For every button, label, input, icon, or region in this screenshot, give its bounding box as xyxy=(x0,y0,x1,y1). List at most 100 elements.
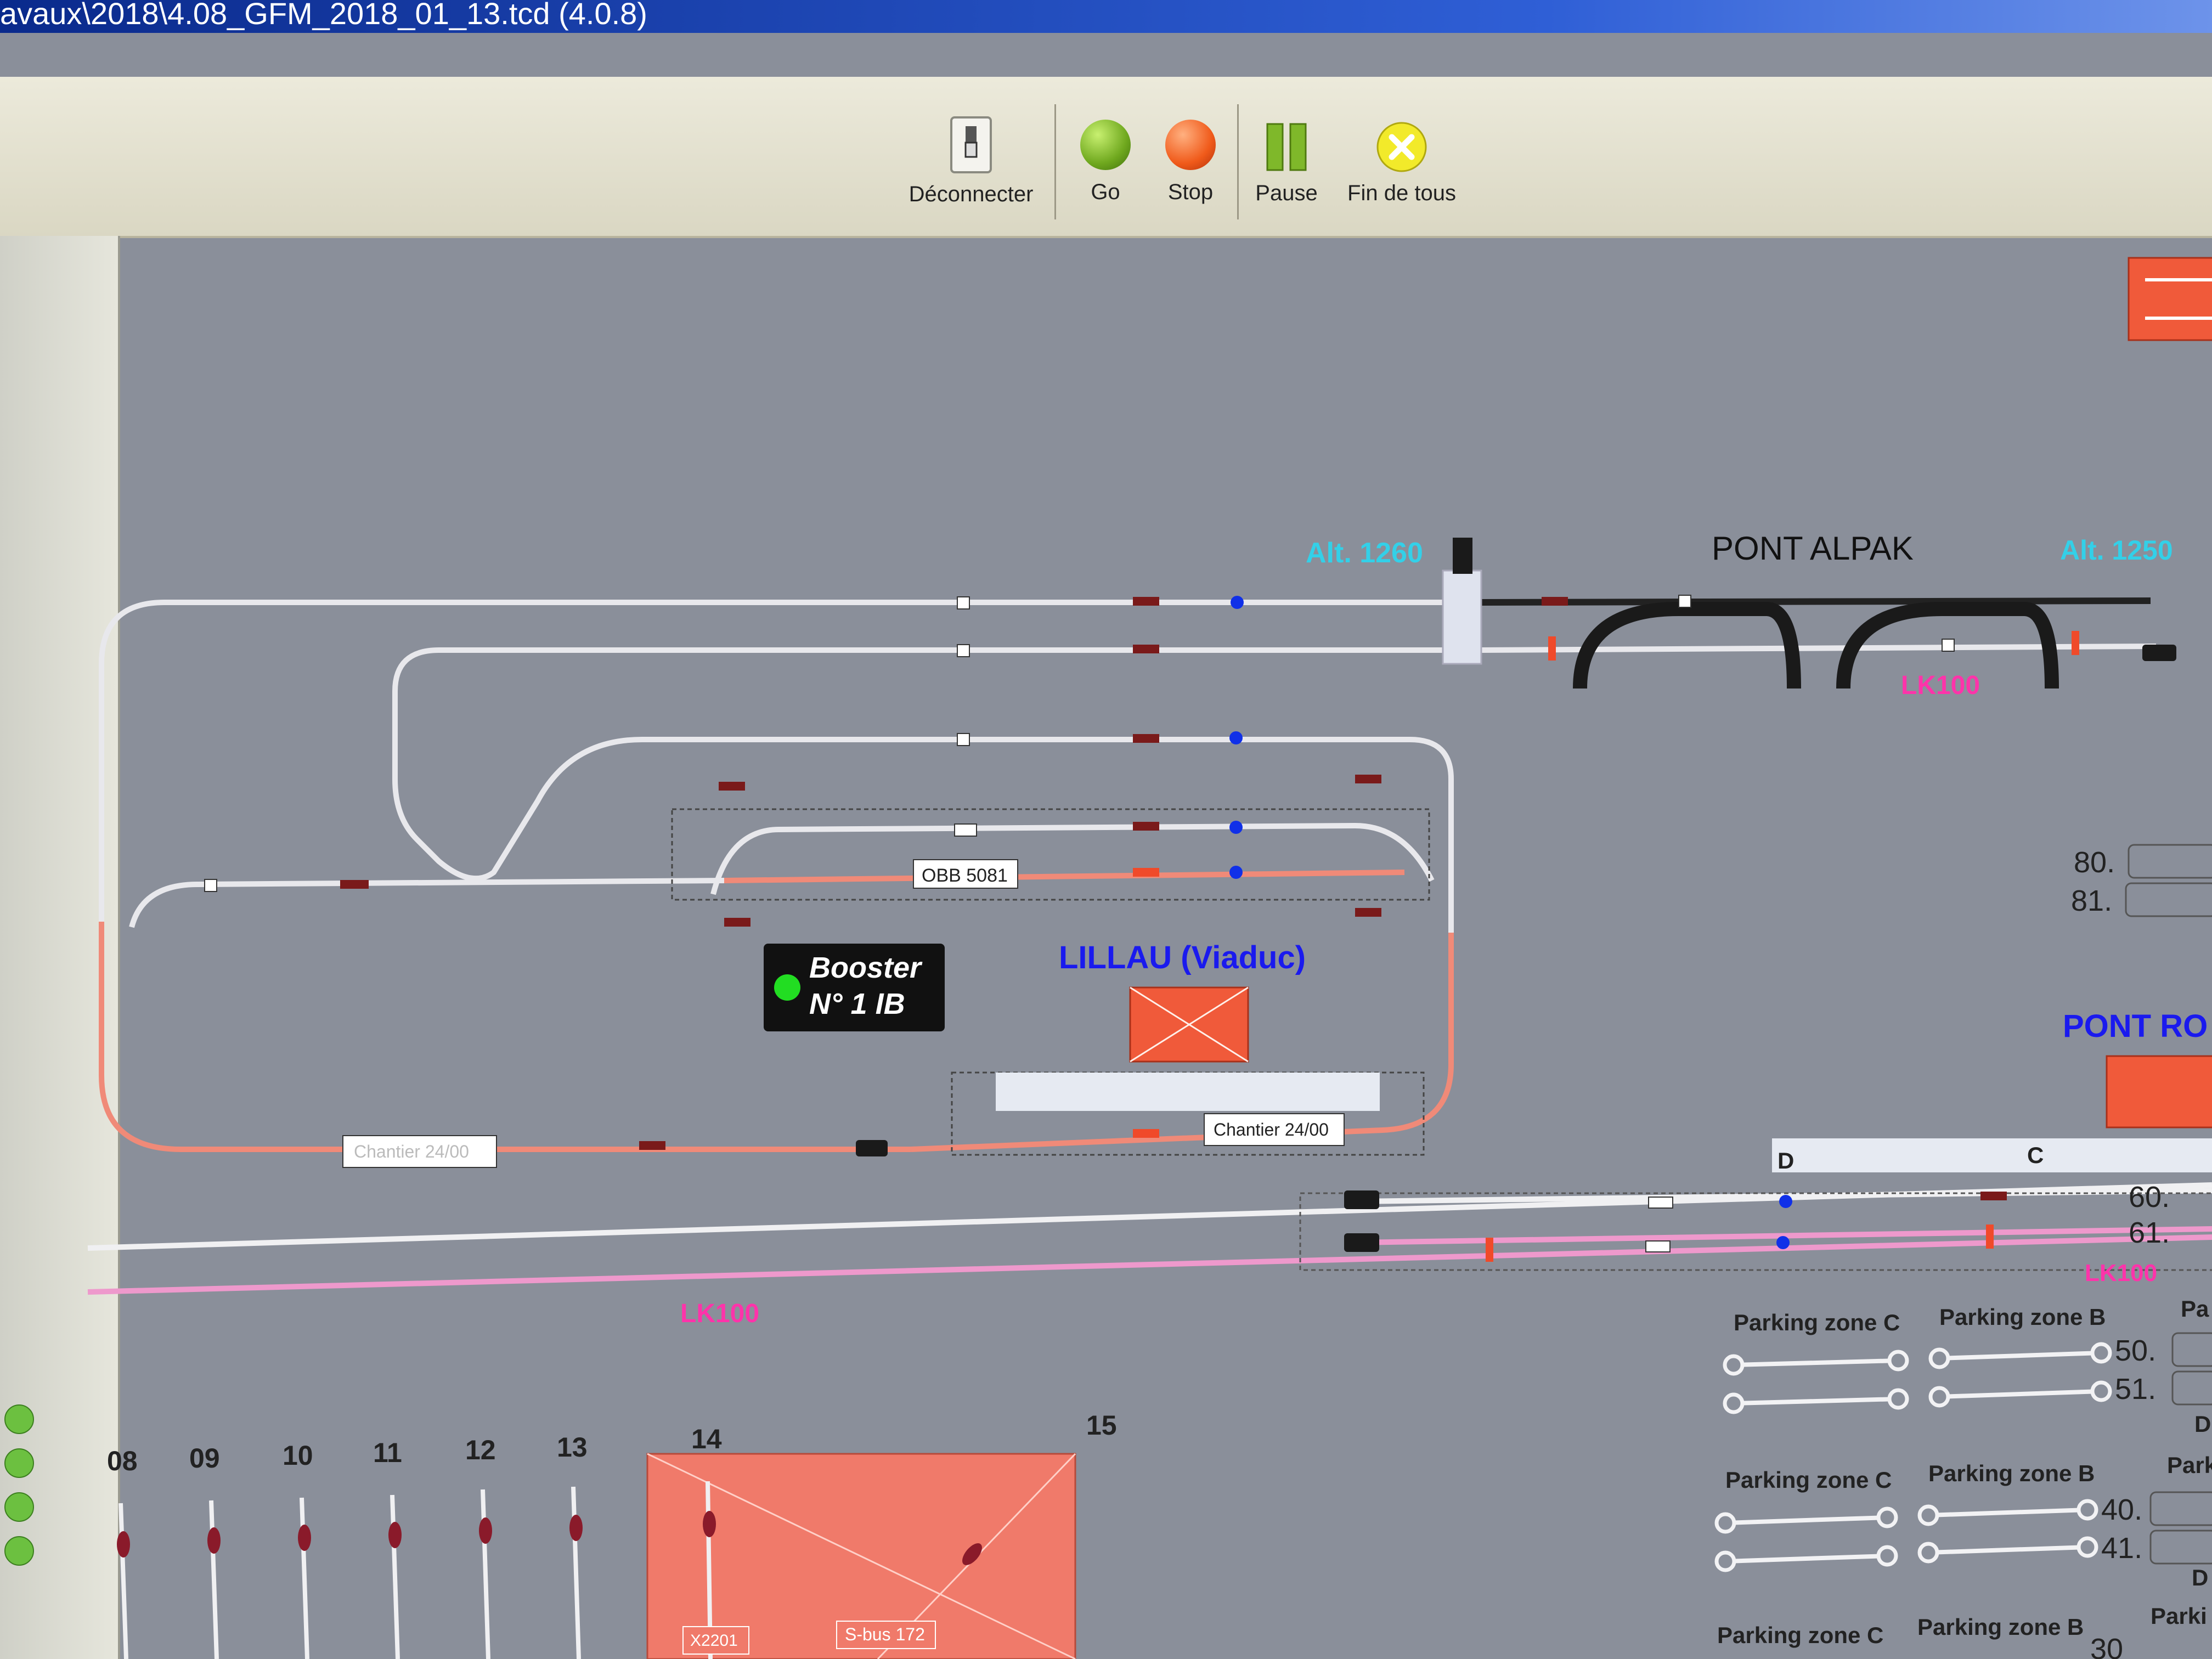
track-number-boxes xyxy=(2125,844,2212,1565)
parking-endpoints xyxy=(1714,1342,2112,1572)
block-label-box[interactable] xyxy=(682,1626,749,1655)
track-junctions xyxy=(204,595,1955,1252)
siding-number: 11 xyxy=(373,1437,402,1468)
toolbar-separator xyxy=(1054,104,1056,219)
train-label-obb: OBB 5081 xyxy=(922,865,1008,886)
end-all-label: Fin de tous xyxy=(1347,181,1456,205)
station-block-icon xyxy=(1129,986,1249,1063)
chantier-label-left: Chantier 24/00 xyxy=(354,1142,469,1161)
track xyxy=(1355,1226,2212,1245)
stop-icon xyxy=(1165,120,1216,170)
bridge-name-right: PONT RO xyxy=(2063,1008,2208,1044)
siding-number: 08 xyxy=(107,1446,138,1476)
siding-stubs xyxy=(119,1481,713,1659)
disconnect-button[interactable]: Déconnecter xyxy=(900,115,1042,207)
parking-zone-c-label: Parking zone C xyxy=(1717,1622,1883,1648)
disconnect-label: Déconnecter xyxy=(909,182,1034,206)
toolbar-separator xyxy=(1237,104,1239,219)
booster-panel[interactable] xyxy=(764,944,945,1031)
siding-number: 10 xyxy=(283,1440,313,1471)
parking-zone-b-label: Parking zone B xyxy=(1939,1304,2106,1330)
window-titlebar: avaux\2018\4.08_GFM_2018_01_13.tcd (4.0.… xyxy=(0,0,2212,33)
play-arrow-icon[interactable] xyxy=(4,1448,34,1478)
block-occupied xyxy=(1133,631,2079,1262)
track-lk100 xyxy=(87,1234,2212,1295)
train-label-box[interactable] xyxy=(913,859,1018,889)
block-label-sbus: S-bus 172 xyxy=(845,1624,925,1644)
bridge-name: PONT ALPAK xyxy=(1712,530,1914,567)
parking-zone-edge-label: Pa xyxy=(2181,1296,2209,1322)
chantier-box-left[interactable] xyxy=(342,1135,497,1168)
track xyxy=(129,878,725,928)
track-number-30: 30 xyxy=(2090,1633,2123,1659)
block-sections xyxy=(340,597,2007,1200)
booster-subtitle: N° 1 IB xyxy=(809,988,905,1020)
chantier-box-right[interactable] xyxy=(1204,1113,1345,1146)
siding-signals xyxy=(117,1511,982,1565)
parking-zone-edge-label: Parki xyxy=(2151,1603,2207,1629)
track-number-60: 60. xyxy=(2129,1181,2170,1214)
track xyxy=(1481,597,2151,606)
block-label-x2201: X2201 xyxy=(690,1632,738,1650)
parking-zone-b-label: Parking zone B xyxy=(1917,1614,2084,1640)
platform xyxy=(1772,1138,2212,1172)
track xyxy=(392,647,1454,933)
parking-zone-c-label: Parking zone C xyxy=(1734,1310,1900,1335)
altitude-label-left: Alt. 1260 xyxy=(1306,537,1423,569)
track-number-61: 61. xyxy=(2129,1216,2170,1249)
play-arrow-icon[interactable] xyxy=(4,1492,34,1522)
block-label-box[interactable] xyxy=(836,1621,936,1649)
station-name: LILLAU (Viaduc) xyxy=(1059,940,1306,975)
locomotive-icons xyxy=(856,538,2176,1252)
parking-tracks xyxy=(1725,1351,2102,1564)
station-group-outline xyxy=(671,808,1430,901)
track-number-50: 50. xyxy=(2115,1334,2156,1367)
parking-zone-c-label: Parking zone C xyxy=(1725,1467,1892,1493)
track-number-41: 41. xyxy=(2101,1532,2142,1565)
switch-icon xyxy=(950,116,992,173)
pause-button[interactable]: Pause xyxy=(1248,121,1325,206)
booster-status-icon xyxy=(774,974,800,1001)
line-lk100-bridge: LK100 xyxy=(1901,671,1980,700)
altitude-label-right: Alt. 1250 xyxy=(2060,535,2173,566)
bridge-deck xyxy=(1442,569,1482,665)
track-number-80: 80. xyxy=(2074,846,2115,879)
close-circle-icon xyxy=(1376,122,1427,172)
toolbar: Déconnecter Go Stop Pause Fin de tous xyxy=(0,77,2212,238)
track-number-81: 81. xyxy=(2071,884,2112,917)
track xyxy=(99,600,1448,922)
siding-number: 15 xyxy=(1086,1410,1117,1441)
end-all-button[interactable]: Fin de tous xyxy=(1333,121,1470,206)
siding-group-outline xyxy=(1299,1192,2212,1271)
siding-number: 14 xyxy=(691,1424,722,1454)
siding-number: 13 xyxy=(557,1432,588,1463)
track-occupied xyxy=(724,870,1405,883)
station-block-icon xyxy=(2128,257,2212,341)
stop-button[interactable]: Stop xyxy=(1152,120,1229,205)
go-icon xyxy=(1080,120,1131,170)
window-title: avaux\2018\4.08_GFM_2018_01_13.tcd (4.0.… xyxy=(0,0,647,31)
zone-label-d: D xyxy=(1778,1148,1794,1173)
pause-label: Pause xyxy=(1255,181,1318,205)
line-lk100-left: LK100 xyxy=(680,1299,759,1328)
viaduct-bridge-icon xyxy=(1573,602,2059,689)
siding-number: 09 xyxy=(189,1443,220,1474)
edge-label-d: D xyxy=(2192,1565,2208,1590)
track xyxy=(710,822,1435,895)
siding-number: 12 xyxy=(465,1435,496,1465)
edge-label-d: D xyxy=(2194,1411,2211,1437)
zone-label-c: C xyxy=(2027,1142,2044,1168)
track-occupied xyxy=(910,933,1454,1152)
track-number-51: 51. xyxy=(2115,1373,2156,1406)
booster-title: Booster xyxy=(809,951,923,984)
parking-zone-b-label: Parking zone B xyxy=(1928,1460,2095,1486)
parking-zone-edge-label: Park xyxy=(2167,1452,2212,1478)
station-block-icon xyxy=(2106,1055,2212,1128)
play-arrow-icon[interactable] xyxy=(4,1536,34,1566)
play-arrow-icon[interactable] xyxy=(4,1404,34,1434)
go-button[interactable]: Go xyxy=(1070,120,1141,205)
stop-label: Stop xyxy=(1167,180,1214,204)
chantier-label-right: Chantier 24/00 xyxy=(1214,1120,1329,1139)
line-lk100-right: LK100 xyxy=(2085,1260,2157,1286)
